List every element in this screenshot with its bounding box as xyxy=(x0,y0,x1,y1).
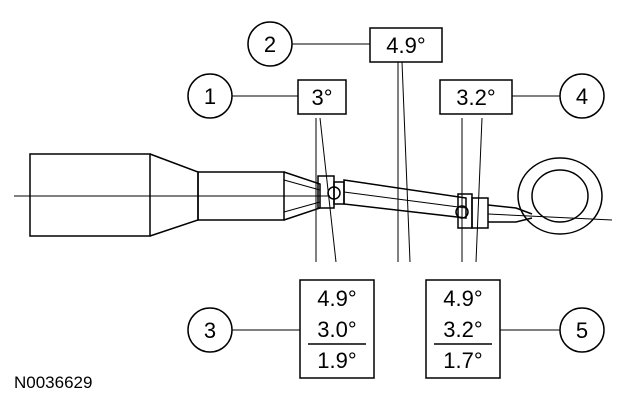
callout-2: 2 4.9° xyxy=(247,21,443,67)
callout-5: 4.9° 3.2° 1.7° 5 xyxy=(425,279,605,379)
callout-4-circle xyxy=(559,73,605,119)
rear-axle-pinion xyxy=(487,157,613,235)
callout-3-value-1: 4.9° xyxy=(317,286,356,311)
rear-u-joint xyxy=(455,193,489,229)
callout-2-box xyxy=(369,27,443,63)
callout-3-number: 3 xyxy=(204,318,216,343)
callout-3-value-2: 3.0° xyxy=(317,317,356,342)
callout-4-number: 4 xyxy=(576,84,588,109)
callout-5-value-1: 4.9° xyxy=(443,286,482,311)
driveshaft xyxy=(343,179,467,219)
callout-1-box xyxy=(297,79,347,115)
callout-5-circle xyxy=(559,307,605,353)
callout-1-number: 1 xyxy=(204,84,216,109)
callout-4-value: 3.2° xyxy=(456,85,495,110)
callout-3-value-3: 1.9° xyxy=(317,348,356,373)
callout-4-box xyxy=(439,79,513,115)
callout-3-circle xyxy=(187,307,233,353)
transmission xyxy=(29,153,321,237)
callout-5-value-2: 3.2° xyxy=(443,317,482,342)
callout-3: 4.9° 3.0° 1.9° 3 xyxy=(187,279,375,379)
callout-5-value-3: 1.7° xyxy=(443,348,482,373)
front-u-joint xyxy=(317,175,345,209)
callout-2-number: 2 xyxy=(264,32,276,57)
callout-3-box xyxy=(299,279,375,379)
callout-5-box xyxy=(425,279,501,379)
reference-lines xyxy=(315,61,483,263)
figure-code: N0036629 xyxy=(14,373,92,392)
callout-4: 3.2° 4 xyxy=(439,73,605,119)
callout-1: 1 3° xyxy=(187,73,347,119)
callout-1-value: 3° xyxy=(311,85,332,110)
callout-2-value: 4.9° xyxy=(386,33,425,58)
callout-5-number: 5 xyxy=(576,318,588,343)
